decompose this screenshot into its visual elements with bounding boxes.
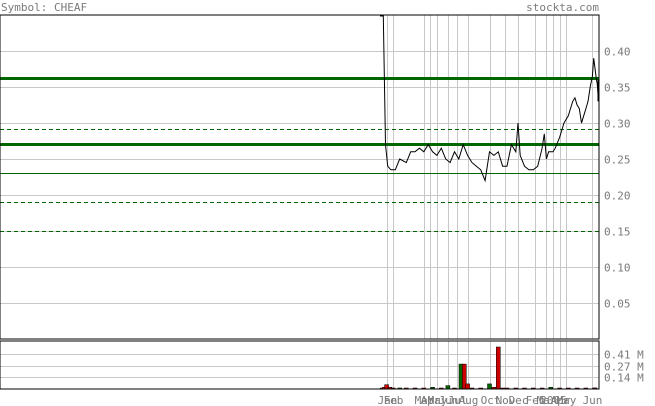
date-tick-label: Aug xyxy=(459,394,479,406)
volume-bar xyxy=(465,383,470,390)
price-tick-label: 0.10 xyxy=(604,262,631,275)
date-tick-label: Mar xyxy=(537,394,557,406)
price-tick-label: 0.30 xyxy=(604,118,631,131)
volume-bar xyxy=(487,383,492,390)
price-tick-label: 0.20 xyxy=(604,190,631,203)
price-panel-frame xyxy=(0,14,600,340)
date-tick-label: Dec xyxy=(509,394,529,406)
volume-bar xyxy=(445,385,451,390)
support-resistance-lines xyxy=(0,77,599,232)
date-tick-label: Jan xyxy=(378,394,398,406)
date-tick-label: 2005 xyxy=(540,394,567,406)
price-axis-labels: 0.40 0.35 0.30 0.25 0.20 0.15 0.10 0.05 xyxy=(604,46,631,311)
date-tick-label: Nov xyxy=(496,394,516,406)
volume-panel-frame xyxy=(0,340,600,390)
symbol-label: Symbol: CHEAF xyxy=(1,1,87,14)
date-tick-label: Jun xyxy=(439,394,459,406)
date-tick-label: Feb xyxy=(384,394,404,406)
price-tick-label: 0.40 xyxy=(604,46,631,59)
date-tick-label: Apr xyxy=(551,394,571,406)
price-tick-label: 0.15 xyxy=(604,226,631,239)
date-tick-label: Mar xyxy=(415,394,435,406)
price-horizontal-grid xyxy=(0,51,599,304)
date-tick-label: Oct xyxy=(481,394,501,406)
price-line xyxy=(380,15,599,183)
date-tick-label: Jul xyxy=(448,394,468,406)
volume-vertical-grid xyxy=(387,341,593,389)
volume-bar xyxy=(496,346,501,390)
brand-label: stockta.com xyxy=(526,1,599,14)
date-tick-label: Apr xyxy=(421,394,441,406)
price-vertical-grid xyxy=(387,15,593,339)
date-tick-label: May xyxy=(557,394,577,406)
date-tick-label: Jun xyxy=(583,394,603,406)
price-tick-label: 0.25 xyxy=(604,154,631,167)
price-series xyxy=(380,15,599,183)
volume-tick-label: 0.14 M xyxy=(604,372,644,385)
price-tick-label: 0.35 xyxy=(604,82,631,95)
date-tick-label: May xyxy=(428,394,448,406)
volume-axis-labels: 0.41 M0.27 M0.14 M xyxy=(604,349,644,385)
price-tick-label: 0.05 xyxy=(604,298,631,311)
volume-tick-label: 0.41 M xyxy=(604,349,644,362)
date-tick-label: Feb xyxy=(526,394,546,406)
volume-tick-label: 0.27 M xyxy=(604,361,644,374)
